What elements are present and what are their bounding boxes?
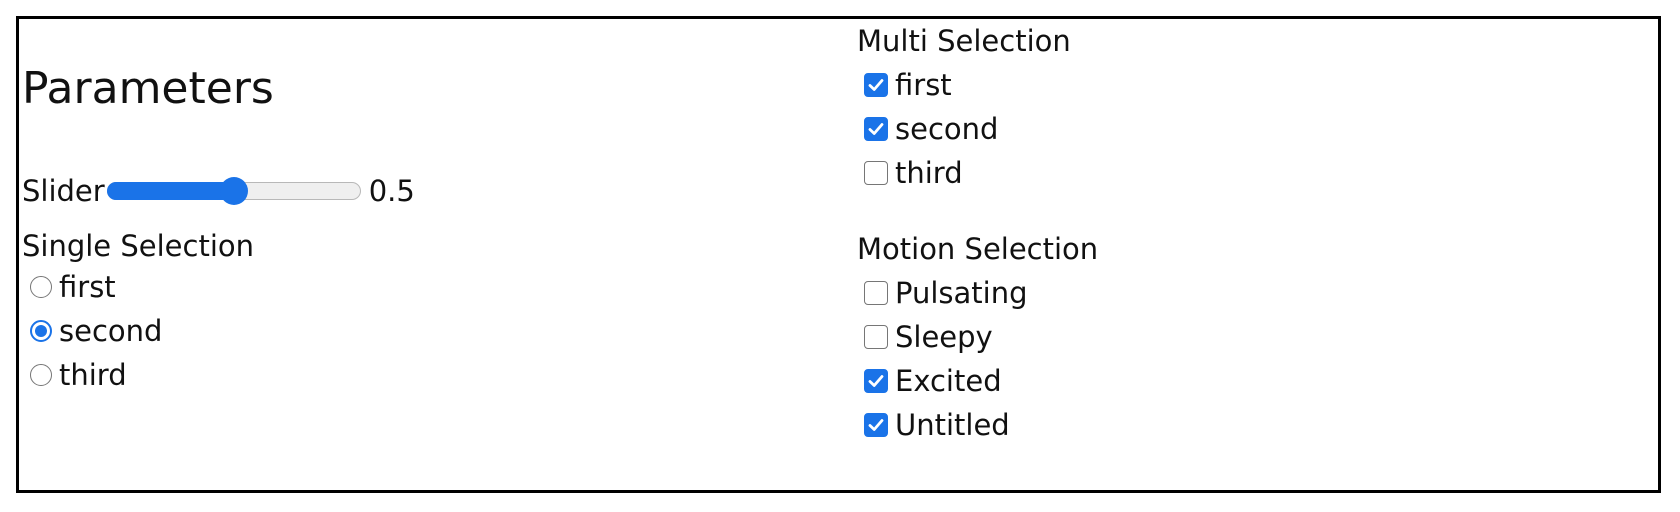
multi-selection-group: first second third — [857, 63, 998, 195]
slider-value: 0.5 — [368, 174, 415, 208]
radio-button[interactable] — [30, 320, 52, 342]
motion-option-excited[interactable]: Excited — [857, 359, 1028, 403]
radio-button[interactable] — [30, 364, 52, 386]
checkmark-icon — [868, 123, 884, 135]
checkbox[interactable] — [864, 73, 888, 97]
slider-label: Slider — [22, 174, 105, 208]
checkbox[interactable] — [864, 369, 888, 393]
single-option-third[interactable]: third — [19, 353, 162, 397]
option-label: first — [895, 68, 952, 102]
radio-button[interactable] — [30, 276, 52, 298]
option-label: Untitled — [895, 408, 1010, 442]
multi-selection-label: Multi Selection — [857, 24, 1071, 58]
motion-selection-label: Motion Selection — [857, 232, 1099, 266]
slider-row: Slider 0.5 — [22, 171, 415, 211]
option-label: second — [59, 314, 163, 348]
multi-option-first[interactable]: first — [857, 63, 998, 107]
motion-selection-group: Pulsating Sleepy Excited Untitled — [857, 271, 1028, 447]
multi-option-third[interactable]: third — [857, 151, 998, 195]
checkmark-icon — [868, 79, 884, 91]
single-selection-label: Single Selection — [22, 229, 255, 263]
option-label: Excited — [895, 364, 1002, 398]
single-option-first[interactable]: first — [19, 265, 162, 309]
motion-option-sleepy[interactable]: Sleepy — [857, 315, 1028, 359]
checkmark-icon — [868, 375, 884, 387]
option-label: first — [59, 270, 116, 304]
slider-fill — [106, 182, 241, 200]
motion-option-pulsating[interactable]: Pulsating — [857, 271, 1028, 315]
slider[interactable] — [106, 177, 361, 205]
checkmark-icon — [868, 419, 884, 431]
parameters-panel: Parameters Slider 0.5 Single Selection f… — [16, 16, 1661, 493]
option-label: third — [59, 358, 127, 392]
motion-option-untitled[interactable]: Untitled — [857, 403, 1028, 447]
checkbox[interactable] — [864, 325, 888, 349]
checkbox[interactable] — [864, 413, 888, 437]
page-title: Parameters — [22, 63, 274, 114]
single-option-second[interactable]: second — [19, 309, 162, 353]
option-label: third — [895, 156, 963, 190]
checkbox[interactable] — [864, 281, 888, 305]
option-label: second — [895, 112, 999, 146]
checkbox[interactable] — [864, 117, 888, 141]
single-selection-group: first second third — [19, 265, 162, 397]
option-label: Sleepy — [895, 320, 993, 354]
checkbox[interactable] — [864, 161, 888, 185]
option-label: Pulsating — [895, 276, 1028, 310]
multi-option-second[interactable]: second — [857, 107, 998, 151]
slider-thumb[interactable] — [219, 177, 248, 205]
